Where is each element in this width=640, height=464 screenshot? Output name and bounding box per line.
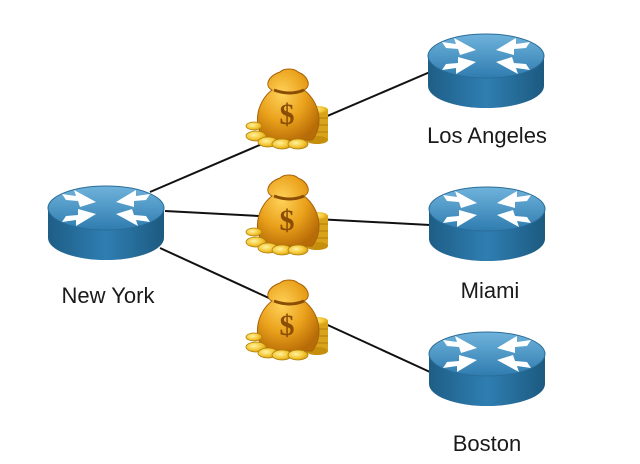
router-icon — [47, 185, 165, 261]
node-label: New York — [62, 283, 156, 308]
router-icon — [428, 331, 546, 407]
node-label: Boston — [453, 431, 522, 456]
router-icon — [428, 186, 546, 262]
money-bag-icon — [244, 278, 330, 362]
node-miami: Miami — [428, 186, 546, 303]
node-boston: Boston — [428, 331, 546, 456]
router-icon — [427, 33, 545, 109]
node-los-angeles: Los Angeles — [427, 33, 547, 148]
node-label: Los Angeles — [427, 123, 547, 148]
node-new-york: New York — [47, 185, 165, 308]
money-bag-icon — [244, 67, 330, 151]
node-label: Miami — [461, 278, 520, 303]
